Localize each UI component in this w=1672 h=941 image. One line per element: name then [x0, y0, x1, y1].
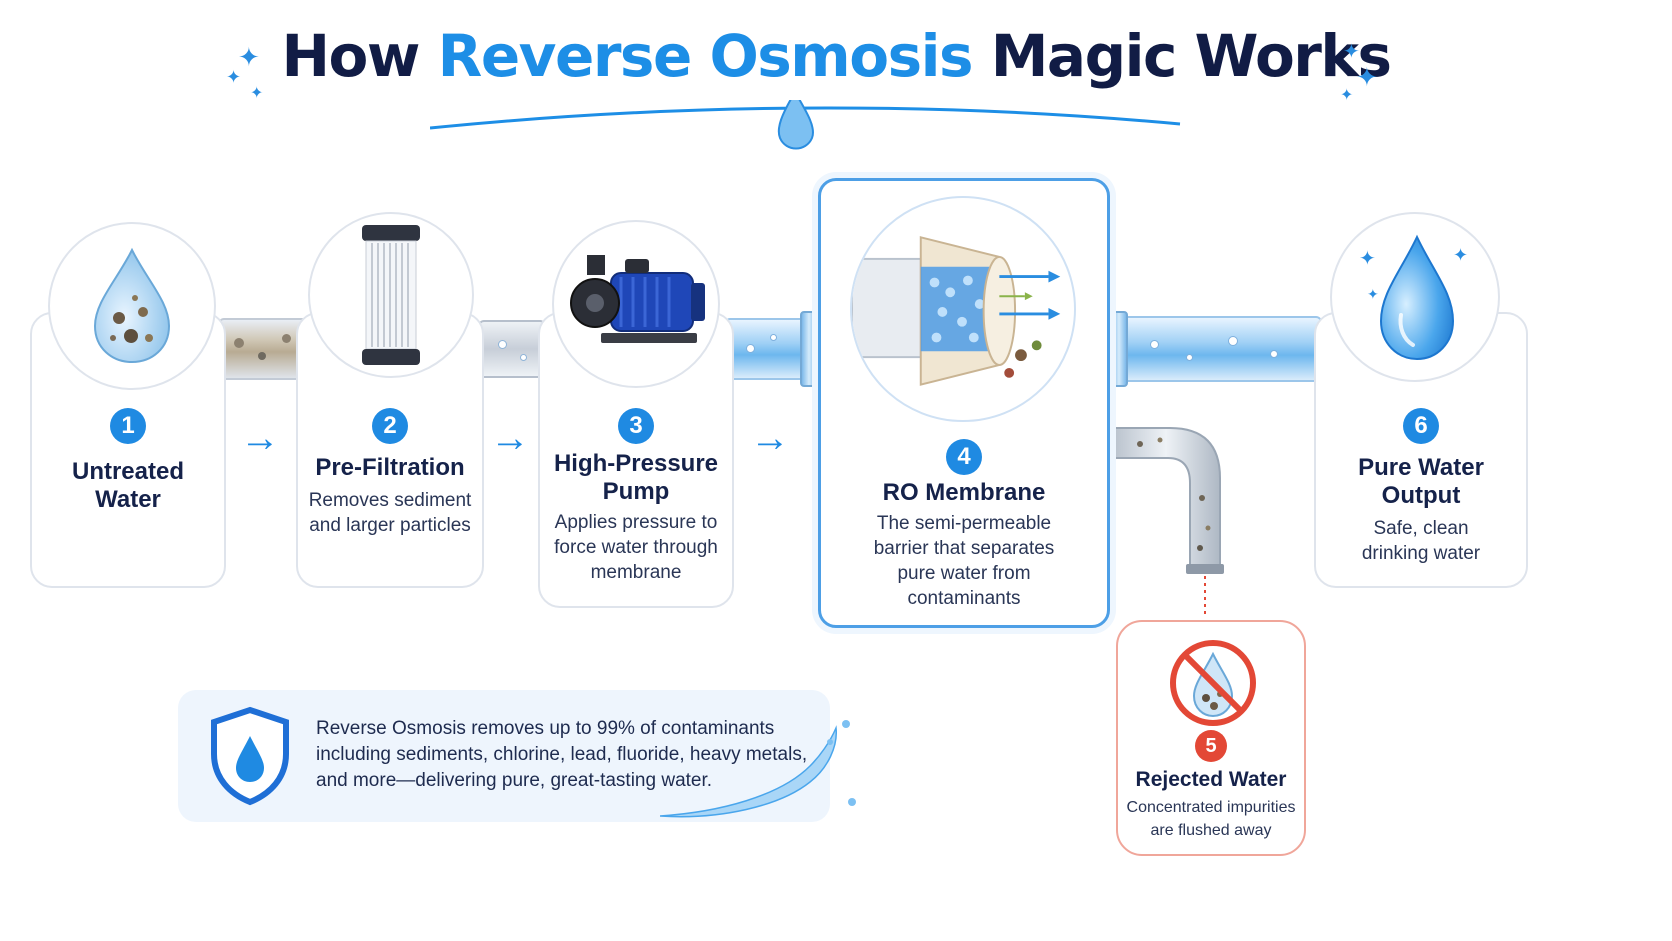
filter-cartridge-icon	[362, 225, 420, 365]
step-icon-circle: ✦ ✦ ✦	[1330, 212, 1500, 382]
step-number: 5	[1195, 730, 1227, 762]
step-icon-circle	[48, 222, 216, 390]
sparkle-icon: ✦	[1356, 62, 1378, 92]
title-area: How Reverse Osmosis Magic Works	[0, 22, 1672, 90]
step-number: 6	[1403, 408, 1439, 444]
step-title: Rejected Water	[1135, 768, 1287, 791]
sparkle-icon: ✦	[1340, 87, 1354, 104]
bubble	[1270, 350, 1278, 358]
pipe-prefiltered	[478, 320, 546, 378]
bubble	[770, 334, 777, 341]
step-number: 1	[110, 408, 146, 444]
step-icon-circle	[850, 196, 1076, 422]
step-card-rejected-water: 5 Rejected Water Concentrated impurities…	[1116, 620, 1306, 856]
no-dirty-water-icon	[1170, 640, 1256, 726]
info-text: Reverse Osmosis removes up to 99% of con…	[316, 718, 808, 791]
shield-water-icon	[211, 706, 289, 806]
pipe-pure-output	[1108, 316, 1322, 382]
step-title: Pre-Filtration	[315, 454, 465, 481]
flow-arrow-icon: →	[240, 416, 280, 460]
step-icon-circle	[308, 212, 474, 378]
bubble	[1228, 336, 1238, 346]
info-callout: Reverse Osmosis removes up to 99% of con…	[178, 690, 830, 822]
water-splash-icon	[660, 720, 856, 818]
ro-membrane-icon	[852, 236, 1061, 386]
title-underline-swoosh	[430, 100, 1181, 150]
dirty-water-drop-icon	[93, 247, 171, 364]
sparkle-icon: ✦	[1343, 41, 1360, 63]
page-title: How Reverse Osmosis Magic Works	[281, 22, 1393, 90]
step-icon-circle	[552, 220, 720, 388]
step-number: 3	[618, 408, 654, 444]
sparkle-icon: ✦	[238, 42, 260, 72]
step-number: 2	[372, 408, 408, 444]
flow-arrow-icon: →	[750, 416, 790, 460]
bubble	[520, 354, 527, 361]
reject-pipe	[1111, 427, 1224, 618]
step-title: RO Membrane	[882, 479, 1046, 506]
svg-text:✦: ✦	[1359, 246, 1376, 270]
particle	[282, 334, 291, 343]
particle	[234, 338, 244, 348]
pipe-collar	[1110, 311, 1128, 387]
pure-water-drop-icon: ✦ ✦ ✦	[1359, 234, 1468, 361]
bubble	[1186, 354, 1193, 361]
bubble	[746, 344, 755, 353]
bubble	[498, 340, 507, 349]
flow-arrow-icon: →	[490, 416, 530, 460]
sparkle-icon: ✦	[250, 85, 264, 102]
particle	[258, 352, 266, 360]
pump-icon	[570, 255, 705, 343]
svg-text:✦: ✦	[1367, 287, 1379, 303]
sparkle-icon: ✦	[226, 67, 242, 87]
bubble	[1150, 340, 1159, 349]
svg-text:✦: ✦	[1453, 245, 1468, 266]
step-number: 4	[946, 439, 982, 475]
pipe-untreated	[218, 318, 308, 380]
pipe-collar	[800, 311, 818, 387]
